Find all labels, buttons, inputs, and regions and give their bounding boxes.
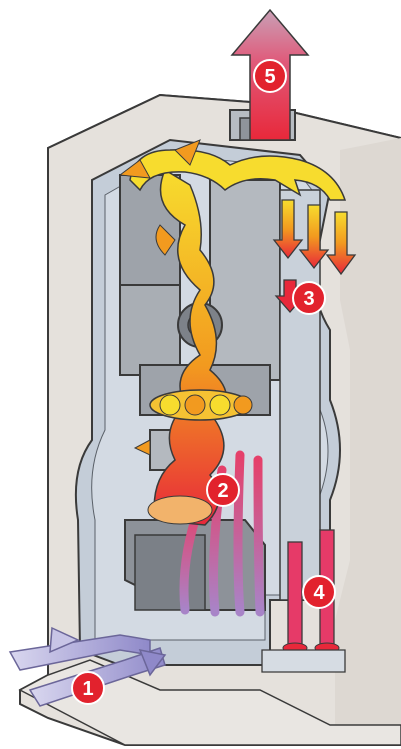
stage-marker-2: 2 — [207, 474, 239, 506]
svg-text:1: 1 — [82, 678, 93, 700]
svg-text:4: 4 — [313, 582, 325, 604]
stage-marker-1: 1 — [72, 672, 104, 704]
svg-text:3: 3 — [303, 288, 314, 310]
stage-marker-5: 5 — [254, 60, 286, 92]
svg-text:5: 5 — [264, 66, 275, 88]
stage-marker-4: 4 — [303, 576, 335, 608]
stage-marker-3: 3 — [293, 282, 325, 314]
svg-text:2: 2 — [217, 480, 228, 502]
